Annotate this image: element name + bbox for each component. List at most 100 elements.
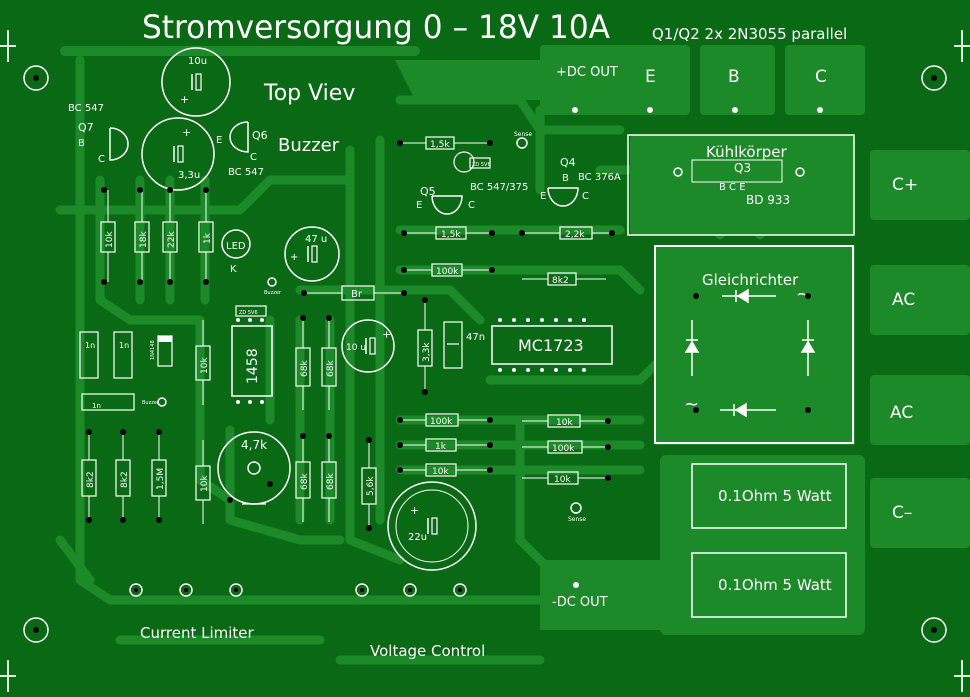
resistor-h-7-label: 100k xyxy=(430,417,453,427)
capacitor-10u-top: + xyxy=(161,47,231,117)
resistor-h-5-label: 8k2 xyxy=(552,276,569,286)
resistor-h-5 xyxy=(522,272,606,286)
resistor-h-9-label: 1k xyxy=(435,442,447,452)
buzzer-pad-1 xyxy=(267,277,277,287)
q5-c-label: C xyxy=(468,200,475,211)
rectifier-diodes xyxy=(684,288,816,418)
capacitor-1n-a xyxy=(79,331,99,379)
resistor-v-5-label: 10k xyxy=(200,357,210,374)
q3-part-label: BD 933 xyxy=(746,193,790,207)
sense-pad-bottom xyxy=(570,502,582,514)
terminal-c-plus-label: C+ xyxy=(892,175,918,195)
resistor-v-14-label: 68k xyxy=(326,473,336,490)
resistor-h-12-label: 10k xyxy=(554,475,571,485)
terminal-ac1-label: AC xyxy=(892,290,915,310)
small-cap-round xyxy=(453,151,475,173)
capacitor-22u-label: 22u xyxy=(408,532,427,543)
buzzer-title: Buzzer xyxy=(278,135,340,156)
resistor-v-1-label: 10k xyxy=(105,231,115,248)
heatsink-hole-right xyxy=(795,167,805,177)
q6-body xyxy=(229,121,249,153)
resistor-v-6 xyxy=(295,318,311,410)
svg-text:+: + xyxy=(180,93,189,106)
svg-text:+: + xyxy=(382,328,391,341)
capacitor-1n-c xyxy=(81,393,135,411)
shunt-resistor-2-label: 0.1Ohm 5 Watt xyxy=(718,576,832,594)
q4-c-label: C xyxy=(582,191,589,202)
resistor-v-15 xyxy=(361,440,377,528)
resistor-h-11 xyxy=(400,463,490,477)
resistor-v-12-label: 10k xyxy=(200,475,210,492)
voltage-control-label: Voltage Control xyxy=(370,642,485,660)
rectifier-label: Gleichrichter xyxy=(702,271,799,289)
resistor-h-4 xyxy=(404,263,492,277)
resistor-h-8 xyxy=(522,414,608,428)
resistor-v-4 xyxy=(198,190,214,282)
q7-name-label: Q7 xyxy=(78,121,94,134)
q7-b-label: B xyxy=(78,138,85,149)
resistor-v-3-label: 22k xyxy=(167,231,177,248)
resistor-h-12 xyxy=(522,471,608,485)
resistor-h-6 xyxy=(304,285,404,301)
top-terminal-pads xyxy=(572,107,823,113)
svg-text:+: + xyxy=(290,252,298,263)
ic-mc1723-label: MC1723 xyxy=(518,336,584,355)
resistor-v-6-label: 68k xyxy=(300,360,310,377)
q4-type-label: BC 376A xyxy=(578,172,621,183)
capacitor-47n-label: 47n xyxy=(466,332,485,343)
heatsink-hole-left xyxy=(673,167,683,177)
resistor-h-6-label: Br xyxy=(351,289,363,300)
resistor-h-8-label: 10k xyxy=(556,418,573,428)
capacitor-47n xyxy=(443,321,463,369)
q4-e-label: E xyxy=(540,191,546,202)
resistor-h-10-label: 100k xyxy=(552,444,575,454)
rectifier-ac-symbol-1: ~ xyxy=(796,284,811,305)
led-label: LED xyxy=(226,241,246,252)
capacitor-47u: + xyxy=(284,226,340,282)
ic-mc1723 xyxy=(491,325,613,365)
sense-label-bottom: Sense xyxy=(568,516,586,523)
resistor-v-11 xyxy=(151,432,167,520)
q6-e-label: E xyxy=(216,135,222,146)
current-limiter-label: Current Limiter xyxy=(140,624,255,642)
svg-text:+: + xyxy=(182,126,191,139)
terminal-ac2-label: AC xyxy=(890,403,913,423)
terminal-e-label: E xyxy=(645,67,656,87)
heatsink-outline xyxy=(627,134,855,236)
rectifier-pads xyxy=(693,293,811,413)
resistor-v-1 xyxy=(100,190,116,282)
view-label: Top Viev xyxy=(263,81,355,106)
terminal-c-label: C xyxy=(815,67,827,87)
mounting-holes xyxy=(23,65,947,643)
zener-1-label: ZD 5V6 xyxy=(239,310,258,316)
shunt-resistor-1 xyxy=(691,463,847,529)
resistor-v-8-label: 3,3k xyxy=(422,342,432,362)
zener-1 xyxy=(235,305,267,317)
board-subtitle: Q1/Q2 2x 2N3055 parallel xyxy=(652,25,847,43)
q5-type-label: BC 547/375 xyxy=(470,182,528,193)
sense-label-top: Sense xyxy=(514,131,532,138)
resistor-h-1-label: 1,5k xyxy=(430,140,450,150)
capacitor-3-3u-label: 3,3u xyxy=(178,170,200,181)
resistor-h-10 xyxy=(522,440,608,454)
resistor-h-2-label: 1,5k xyxy=(441,230,461,240)
capacitor-1n-c-label: 1n xyxy=(92,402,101,410)
capacitor-10u-mid: + xyxy=(341,319,395,373)
q7-type-label: BC 547 xyxy=(68,103,104,114)
resistor-v-11-label: 1,5M xyxy=(156,468,166,490)
q3-label: Q3 xyxy=(734,161,751,175)
q3-body xyxy=(691,159,783,183)
resistor-v-4-label: 1k xyxy=(203,232,213,244)
capacitor-1n-b xyxy=(113,331,133,379)
shunt-resistor-1-label: 0.1Ohm 5 Watt xyxy=(718,487,832,505)
resistor-v-2 xyxy=(134,190,150,282)
capacitor-47u-label: 47 u xyxy=(305,234,327,245)
capacitor-10u-top-label: 10u xyxy=(188,56,207,67)
resistor-h-3 xyxy=(522,226,612,240)
resistor-v-3 xyxy=(162,190,178,282)
terminal-b-label: B xyxy=(728,67,740,87)
resistor-h-4-label: 100k xyxy=(436,267,459,277)
resistor-v-7 xyxy=(321,318,337,410)
q7-c-label: C xyxy=(98,154,105,165)
